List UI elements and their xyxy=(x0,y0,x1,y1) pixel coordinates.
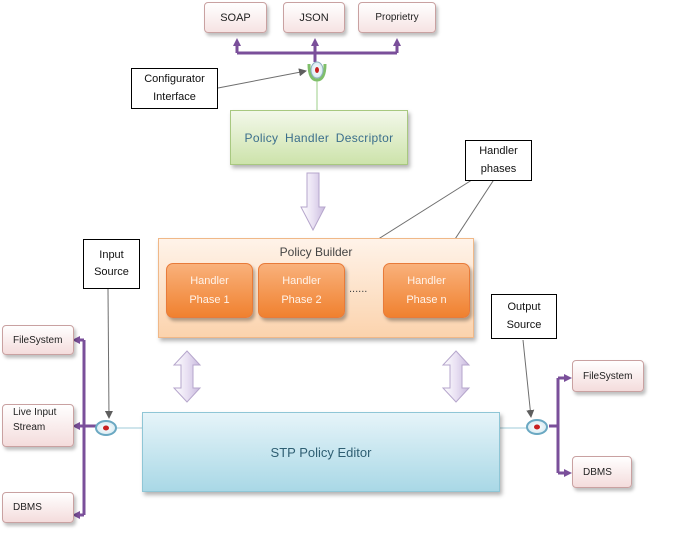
output-source-line2: Source xyxy=(506,318,542,331)
right-filesystem-label: FileSystem xyxy=(583,370,633,382)
handler-phases-line1: Handler xyxy=(479,145,518,158)
left-dbms-label: DBMS xyxy=(13,502,42,513)
handler-phase-n-line1: Handler xyxy=(407,275,446,288)
soap-output-box[interactable]: SOAP xyxy=(204,2,267,33)
handler-phases-callout: Handler phases xyxy=(465,140,532,181)
configurator-callout-arrow xyxy=(217,68,307,89)
right-dbms-label: DBMS xyxy=(583,466,612,478)
builder-editor-arrow-right xyxy=(441,350,471,403)
right-filesystem-box[interactable]: FileSystem xyxy=(572,360,644,392)
configurator-interface-icon[interactable] xyxy=(307,61,327,82)
handler-phase-2-line1: Handler xyxy=(282,275,321,288)
handler-phase-1-line1: Handler xyxy=(190,275,229,288)
handler-phase-n[interactable]: Handler Phase n xyxy=(383,263,470,318)
handler-phases-line2: phases xyxy=(480,162,517,175)
handler-phase-n-line2: Phase n xyxy=(406,293,447,306)
soap-label: SOAP xyxy=(220,11,251,24)
handler-phase-2-line2: Phase 2 xyxy=(281,293,322,306)
input-source-connector xyxy=(72,336,143,519)
policy-handler-descriptor[interactable]: Policy Handler Descriptor xyxy=(230,110,408,165)
descriptor-label: Policy Handler Descriptor xyxy=(244,130,394,145)
output-source-callout: Output Source xyxy=(491,294,557,339)
left-filesystem-box[interactable]: FileSystem xyxy=(2,325,74,355)
stp-policy-editor-label: STP Policy Editor xyxy=(270,444,372,460)
output-source-line1: Output xyxy=(507,301,541,314)
builder-editor-arrow-left xyxy=(172,350,202,403)
live-input-stream-box[interactable]: Live Input Stream xyxy=(2,404,74,447)
output-connector xyxy=(233,38,401,110)
handler-phase-2[interactable]: Handler Phase 2 xyxy=(258,263,345,318)
configurator-line1: Configurator xyxy=(144,73,205,86)
output-source-connector xyxy=(500,374,572,477)
phase-ellipsis: ...... xyxy=(349,283,368,295)
input-source-callout: Input Source xyxy=(83,239,140,289)
output-source-callout-arrow xyxy=(522,339,535,418)
json-output-box[interactable]: JSON xyxy=(283,2,345,33)
proprietary-label: Proprietry xyxy=(375,12,419,23)
handler-phase-1[interactable]: Handler Phase 1 xyxy=(166,263,253,318)
stp-policy-editor[interactable]: STP Policy Editor xyxy=(142,412,500,492)
configurator-line2: Interface xyxy=(153,90,196,103)
handler-phase-1-line2: Phase 1 xyxy=(189,293,230,306)
live-input-line2: Stream xyxy=(13,422,46,433)
descriptor-to-builder-arrow xyxy=(300,172,326,232)
input-source-icon[interactable] xyxy=(95,420,117,436)
input-source-callout-arrow xyxy=(104,288,113,419)
json-label: JSON xyxy=(299,11,329,24)
input-source-line1: Input xyxy=(99,248,124,261)
input-source-line2: Source xyxy=(94,266,129,278)
output-source-icon[interactable] xyxy=(526,419,548,435)
policy-builder-title: Policy Builder xyxy=(279,245,353,259)
configurator-interface-callout: Configurator Interface xyxy=(131,68,218,109)
right-dbms-box[interactable]: DBMS xyxy=(572,456,632,488)
live-input-line1: Live Input xyxy=(13,407,57,418)
left-dbms-box[interactable]: DBMS xyxy=(2,492,74,523)
left-filesystem-label: FileSystem xyxy=(13,334,63,346)
proprietary-output-box[interactable]: Proprietry xyxy=(358,2,436,33)
